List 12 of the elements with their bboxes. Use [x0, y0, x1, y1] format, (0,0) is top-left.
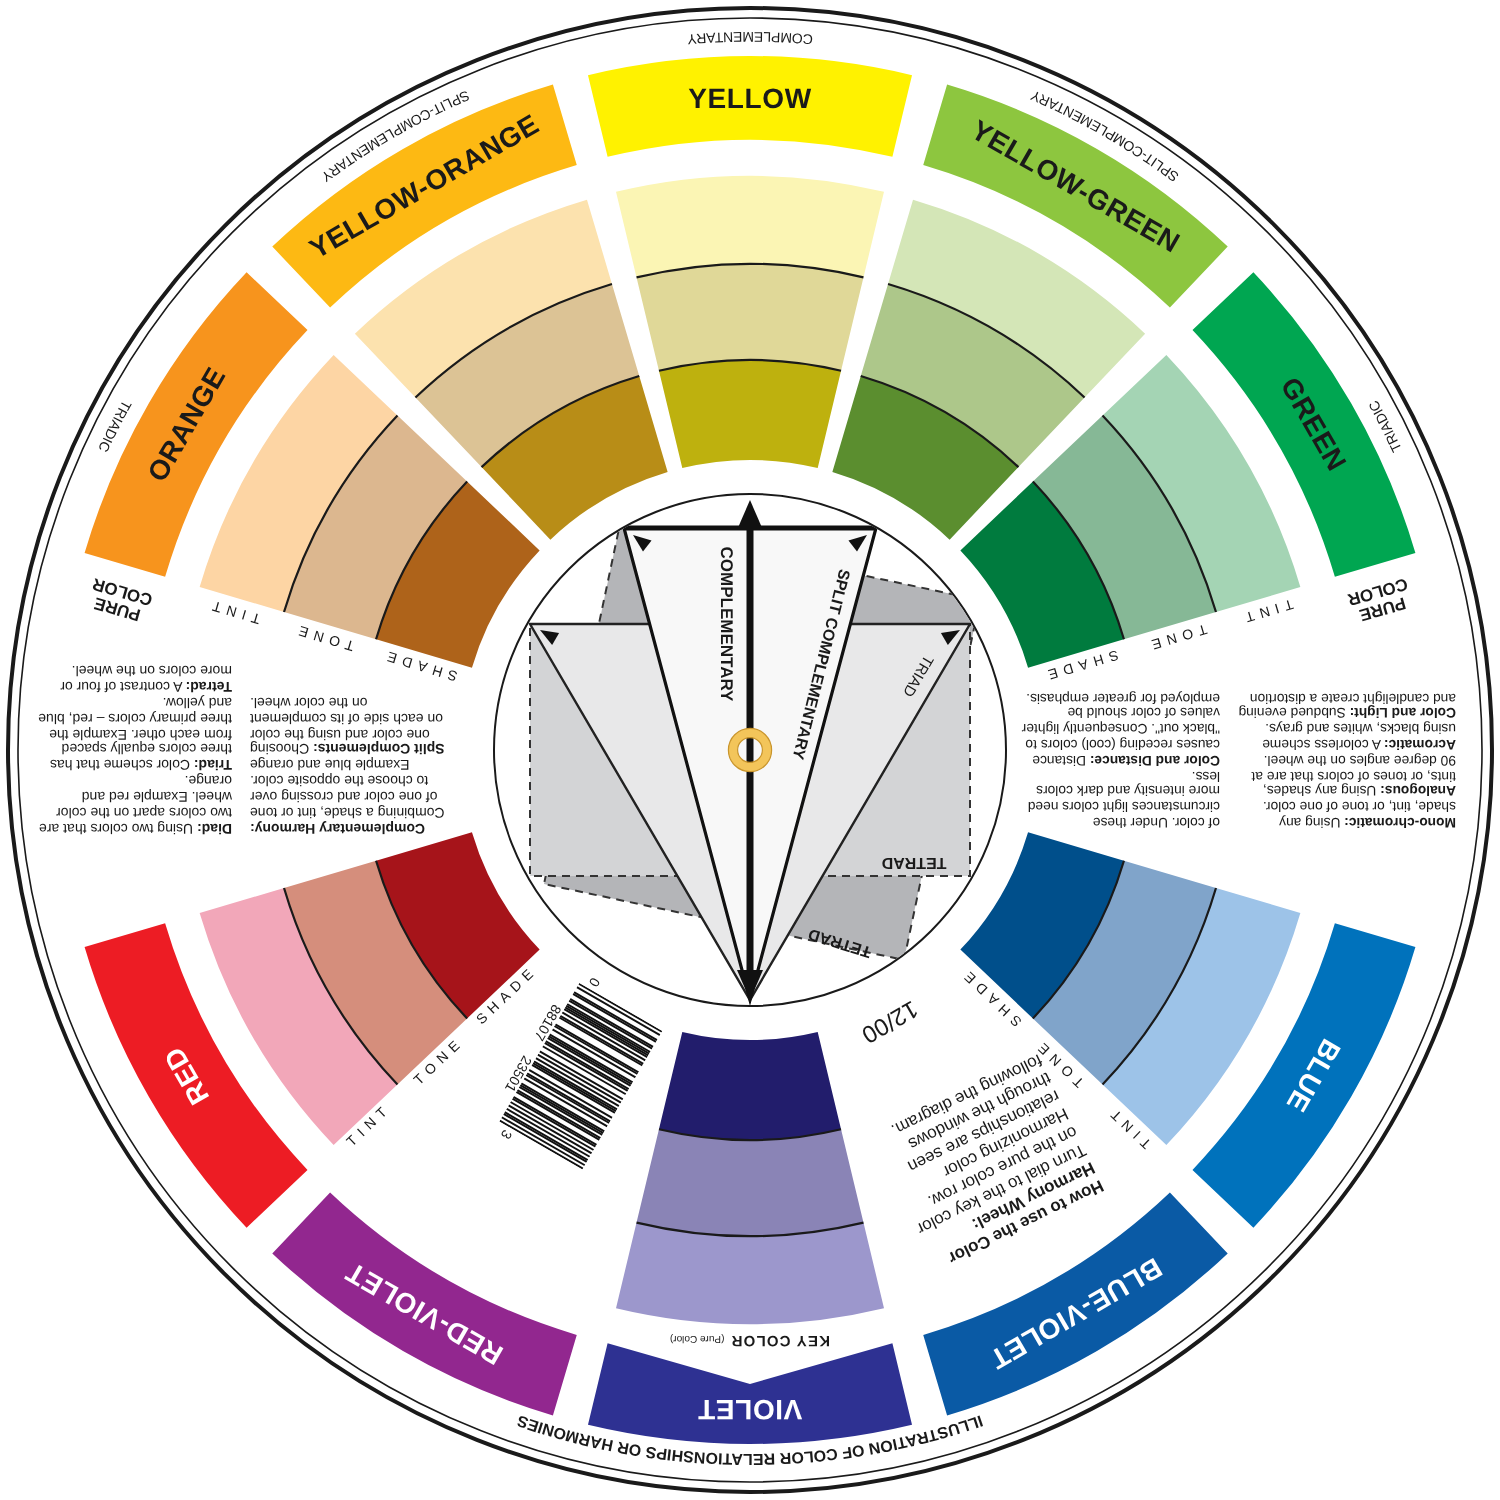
harmony-label: COMPLEMENTARY — [714, 546, 739, 702]
row-label: PURE COLOR — [1343, 572, 1413, 629]
color-segment — [1192, 922, 1416, 1228]
color-segment — [84, 922, 308, 1228]
color-name: YELLOW — [688, 84, 812, 112]
color-segment — [272, 1192, 578, 1416]
color-segment — [1192, 272, 1416, 578]
row-label: PURE COLOR — [87, 572, 157, 629]
color-segment — [586, 56, 914, 158]
harmony-label: TETRAD — [881, 852, 947, 874]
color-segment — [84, 272, 308, 578]
color-name: VIOLET — [697, 1396, 803, 1424]
